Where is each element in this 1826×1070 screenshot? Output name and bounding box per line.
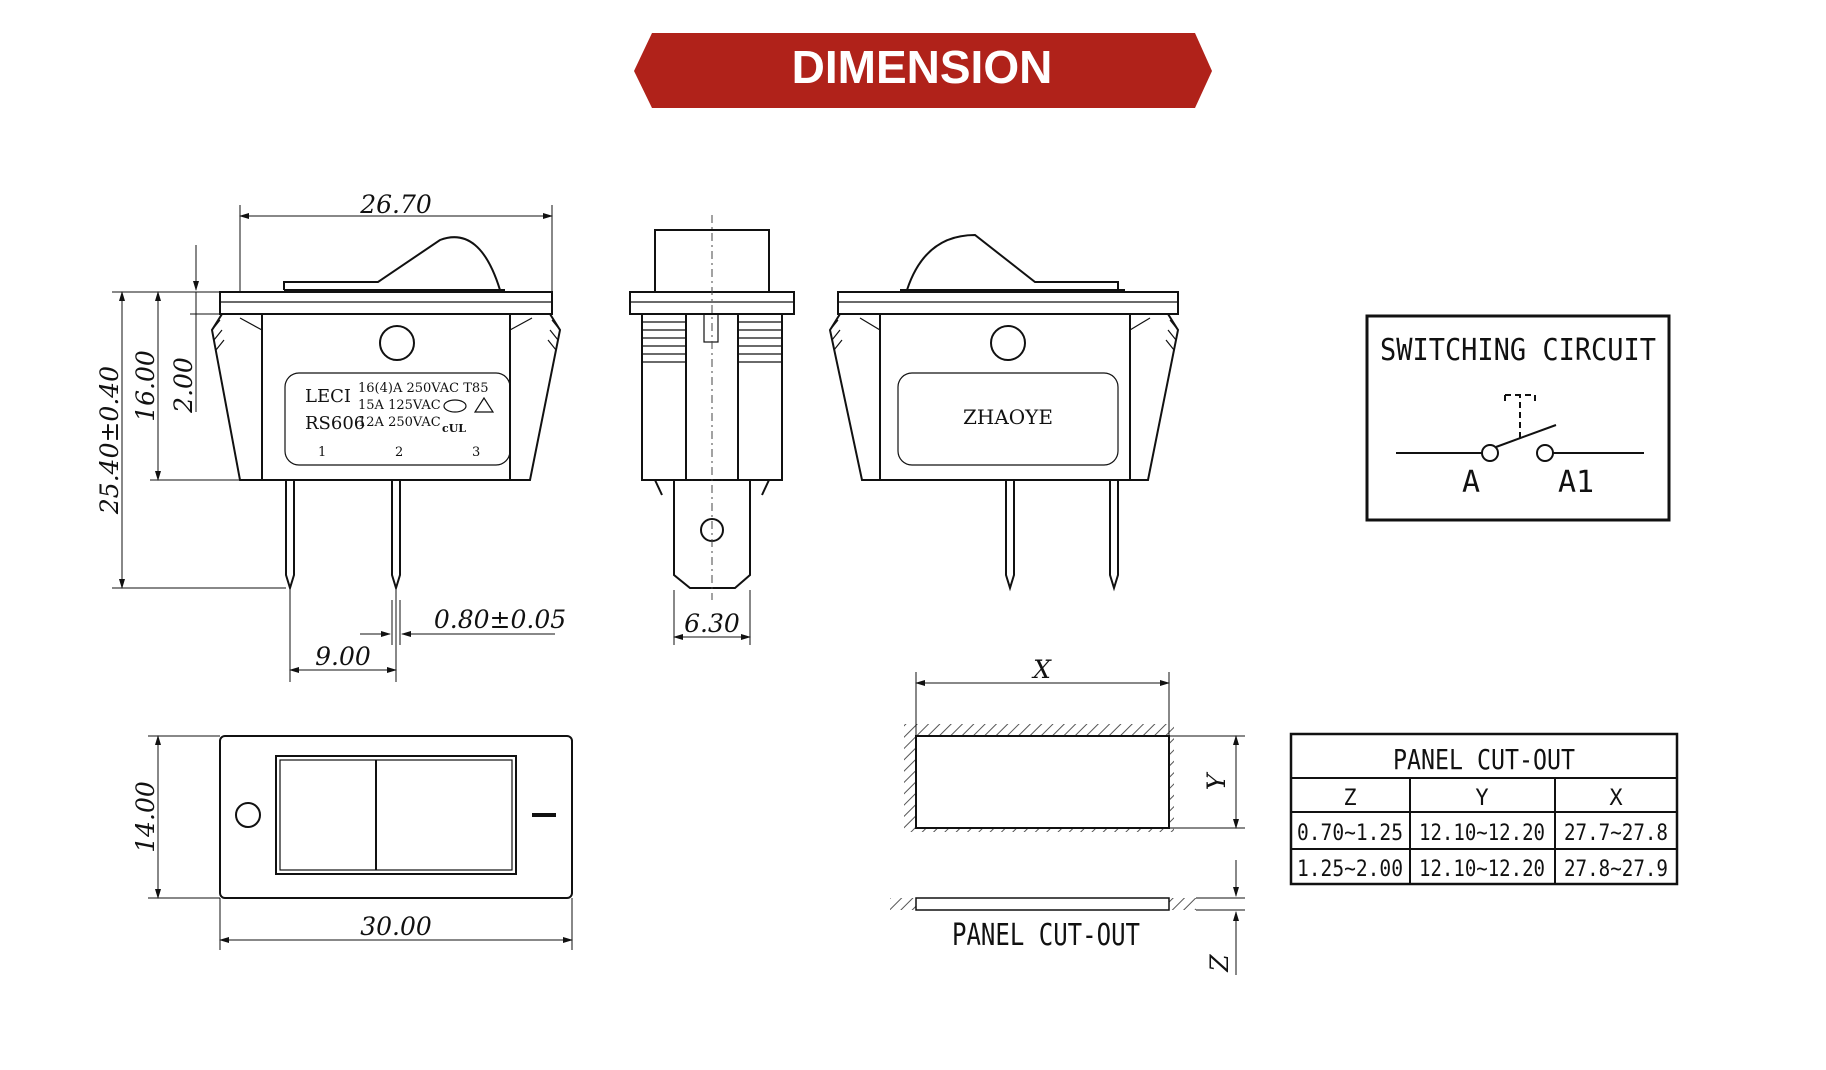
circuit-title: SWITCHING CIRCUIT [1380, 333, 1656, 368]
title-banner: DIMENSION [634, 33, 1212, 108]
label-rating-2: 15A 125VAC [358, 398, 441, 413]
cutout-table-title: PANEL CUT-OUT [1393, 743, 1575, 776]
dim-top-height: 14.00 [131, 781, 160, 853]
side-view: 6.30 [629, 215, 795, 645]
pin-label-3: 3 [472, 445, 480, 460]
dim-height-total: 25.40±0.40 [95, 366, 124, 515]
table-cell: 1.25~2.00 [1297, 857, 1403, 882]
dim-pin-thickness: 0.80±0.05 [434, 605, 566, 634]
cutout-y-label: Y [1202, 771, 1231, 790]
off-symbol-icon [235, 802, 261, 828]
certification-mark-icon [443, 399, 467, 413]
dim-rocker: 2.00 [169, 357, 198, 414]
rear-brand: ZHAOYE [963, 405, 1053, 429]
banner-title: DIMENSION [792, 41, 1053, 93]
terminal-a1: A1 [1558, 465, 1594, 500]
table-cell: 0.70~1.25 [1297, 821, 1403, 846]
ul-mark-icon: cUL [442, 422, 466, 435]
label-rating-3: 12A 250VAC [358, 415, 441, 430]
dim-side-width: 6.30 [684, 609, 740, 638]
dim-top-width: 30.00 [360, 912, 432, 941]
table-cell: 27.8~27.9 [1564, 857, 1668, 882]
table-cell: 27.7~27.8 [1564, 821, 1668, 846]
label-brand: LECI [305, 386, 351, 407]
switching-circuit: SWITCHING CIRCUIT A A1 [1365, 314, 1671, 522]
table-cell: 12.10~12.20 [1419, 821, 1545, 846]
table-header-y: Y [1475, 786, 1488, 811]
warning-mark-icon [473, 396, 495, 413]
label-rating-1: 16(4)A 250VAC T85 [358, 381, 488, 396]
table-header-z: Z [1343, 786, 1356, 811]
cutout-x-label: X [1031, 655, 1052, 684]
cutout-table: PANEL CUT-OUT Z Y X 0.70~1.25 12.10~12.2… [1289, 732, 1679, 886]
dim-height-body: 16.00 [131, 350, 160, 422]
cutout-drawing: X Y Z PANEL CUT-OUT [890, 655, 1245, 975]
pin-label-1: 1 [318, 445, 326, 460]
table-header-x: X [1609, 786, 1623, 811]
label-model: RS606 [305, 413, 365, 434]
table-cell: 12.10~12.20 [1419, 857, 1545, 882]
top-view: 14.00 30.00 [131, 735, 573, 950]
cutout-z-label: Z [1205, 954, 1234, 973]
pin-label-2: 2 [395, 445, 403, 460]
dim-width-front: 26.70 [359, 190, 432, 219]
terminal-a: A [1462, 465, 1480, 500]
rear-view: ZHAOYE [828, 233, 1180, 592]
front-view: LECI RS606 16(4)A 250VAC T85 15A 125VAC … [95, 190, 566, 682]
cutout-caption: PANEL CUT-OUT [952, 918, 1140, 953]
dim-pin-pitch: 9.00 [315, 642, 371, 671]
